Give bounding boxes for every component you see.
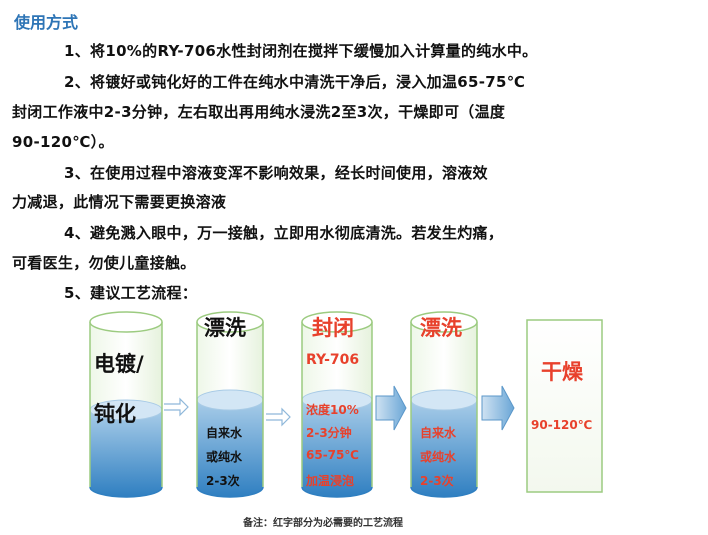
step4-detail: 或纯水 [420, 450, 457, 464]
tank-sealing [301, 311, 373, 498]
step2-detail: 或纯水 [206, 450, 243, 464]
step5-detail: 90-120℃ [531, 418, 593, 432]
paragraph-line: 1、将10%的RY-706水性封闭剂在搅拌下缓慢加入计算量的纯水中。 [64, 42, 538, 60]
step3-detail: 浓度10% [306, 403, 359, 417]
step3-detail: 加温浸泡 [306, 474, 355, 488]
step4-detail: 自来水 [420, 426, 457, 440]
process-flow-diagram [89, 311, 603, 498]
paragraph-line: 封闭工作液中2-3分钟，左右取出再用纯水浸洗2至3次，干燥即可（温度 [12, 103, 506, 121]
paragraph-line: 90-120℃）。 [12, 133, 114, 151]
step4-detail: 2-3次 [420, 474, 454, 488]
footnote: 备注：红字部分为必需要的工艺流程 [243, 518, 403, 529]
paragraph-line: 力减退，此情况下需要更换溶液 [12, 193, 227, 211]
step1-label-line1: 电镀/ [94, 352, 144, 376]
dryer-box [526, 319, 603, 493]
tank-rinse-1 [196, 311, 264, 498]
step3-detail: 65-75℃ [306, 448, 359, 462]
paragraph-line: 3、在使用过程中溶液变浑不影响效果，经长时间使用，溶液效 [64, 164, 488, 182]
arrow-4 [481, 385, 515, 431]
step3-detail: 2-3分钟 [306, 426, 352, 440]
step3-title: 封闭 [312, 316, 354, 340]
tank-plating [89, 311, 163, 498]
paragraph-line: 可看医生，勿使儿童接触。 [12, 254, 196, 272]
step4-title: 漂洗 [420, 316, 462, 340]
step3-product: RY-706 [306, 352, 360, 368]
step1-label-line2: 钝化 [94, 402, 136, 426]
step2-detail: 2-3次 [206, 474, 240, 488]
arrow-2 [266, 407, 291, 427]
paragraph-line: 4、避免溅入眼中，万一接触，立即用水彻底清洗。若发生灼痛， [64, 224, 504, 242]
paragraph-line: 2、将镀好或钝化好的工件在纯水中清洗干净后，浸入加温65-75℃ [64, 73, 526, 91]
arrow-1 [164, 397, 189, 417]
step2-title: 漂洗 [204, 316, 246, 340]
step2-detail: 自来水 [206, 426, 243, 440]
step5-title: 干燥 [541, 360, 583, 384]
tank-rinse-2 [410, 311, 478, 498]
section-heading: 使用方式 [14, 13, 79, 32]
paragraph-line: 5、建议工艺流程： [64, 284, 198, 302]
arrow-3 [375, 385, 407, 431]
